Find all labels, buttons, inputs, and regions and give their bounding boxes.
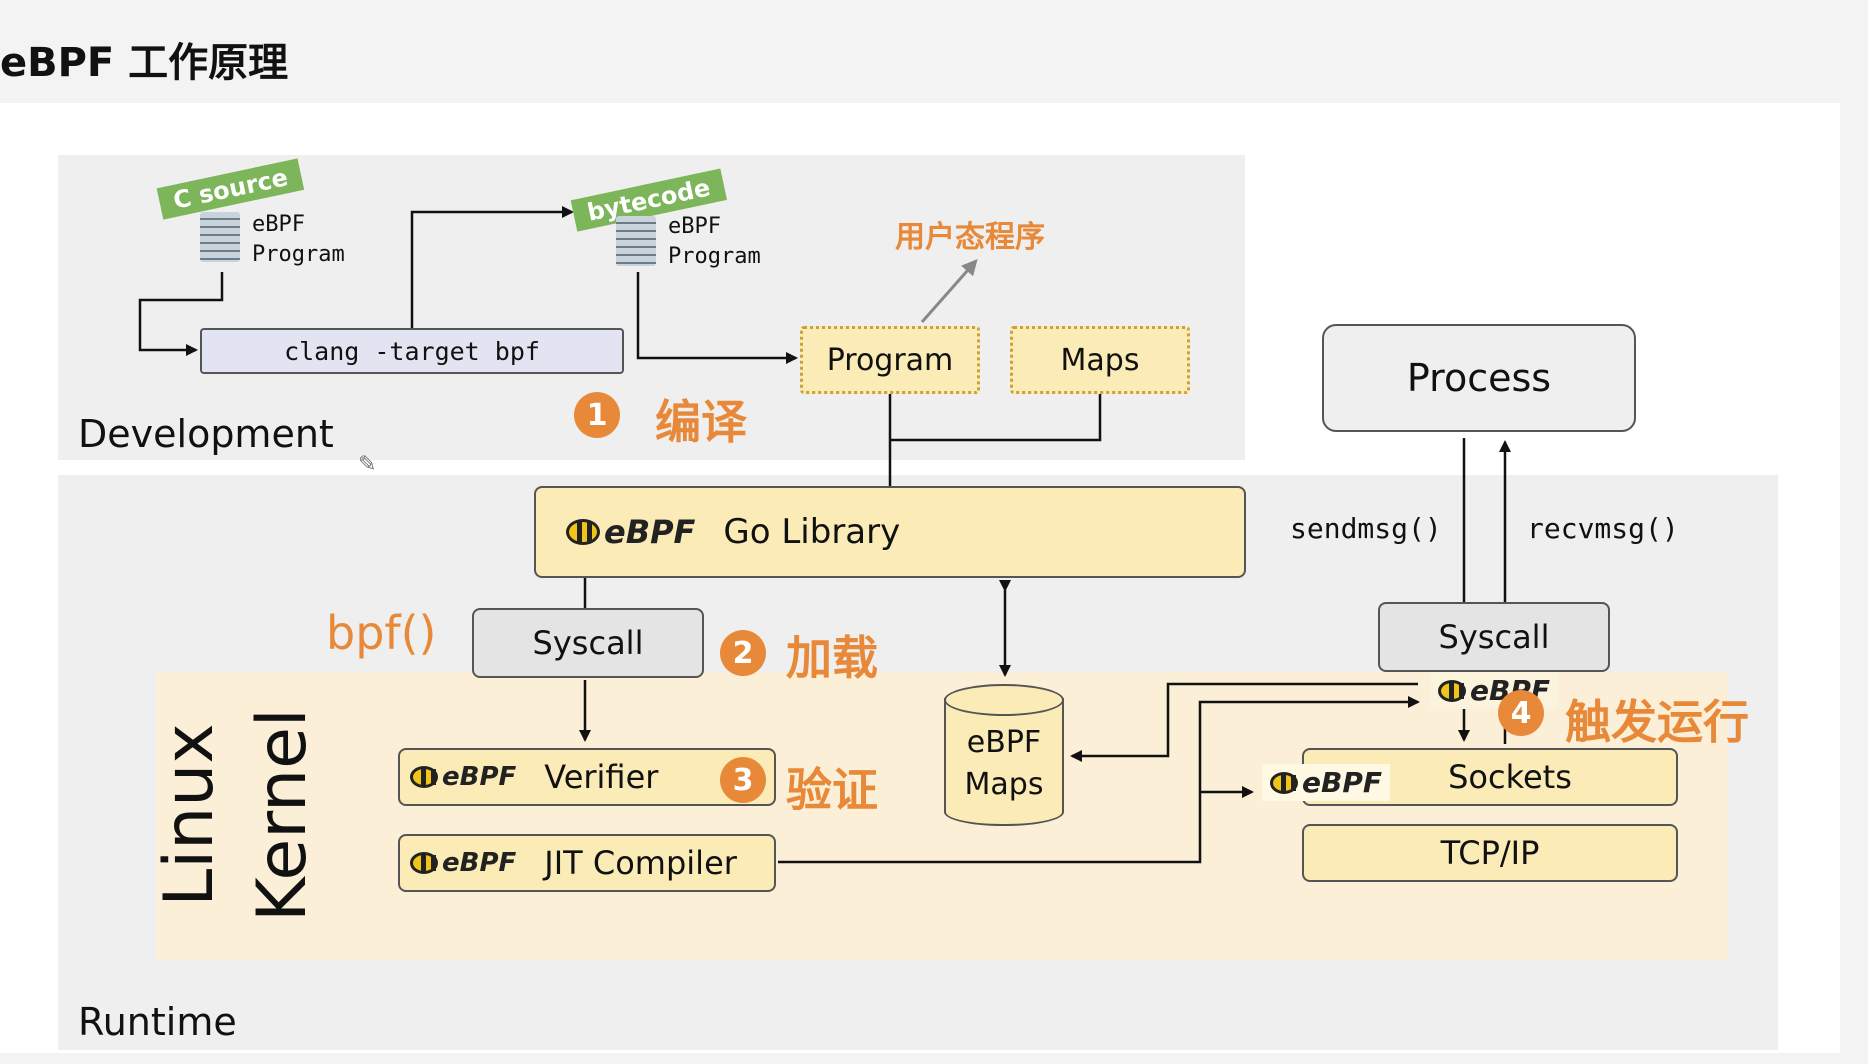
maps-store-line2: Maps [964, 767, 1044, 802]
ebpf-logo-text: eBPF [442, 762, 517, 792]
page-title: eBPF 工作原理 [0, 40, 289, 86]
bpf-call-label: bpf() [326, 606, 437, 660]
bytecode-doc-line2: Program [668, 244, 761, 269]
verifier-box: eBPF Verifier [398, 748, 776, 806]
program-box: Program [800, 326, 980, 394]
step-1-badge: 1 [574, 392, 620, 438]
jit-compiler-box: eBPF JIT Compiler [398, 834, 776, 892]
go-library-label: Go Library [723, 512, 901, 552]
source-doc-label: eBPF Program [252, 210, 345, 270]
tcpip-box: TCP/IP [1302, 824, 1678, 882]
step-1-label: 编译 [655, 395, 747, 449]
sockets-ebpf-logo: eBPF [1262, 764, 1390, 801]
bee-icon [410, 766, 438, 788]
file-icon [616, 216, 656, 266]
source-doc-line2: Program [252, 242, 345, 267]
pencil-icon: ✎ [358, 452, 377, 477]
bee-icon [1270, 771, 1298, 794]
kernel-panel [156, 672, 1728, 960]
step-4-badge: 4 [1498, 690, 1544, 736]
bee-icon [1438, 679, 1466, 702]
verifier-label: Verifier [544, 758, 659, 796]
jit-compiler-label: JIT Compiler [544, 844, 737, 882]
bee-icon [566, 519, 600, 545]
sendmsg-label: sendmsg() [1290, 512, 1442, 545]
file-icon [200, 212, 240, 262]
bee-icon [410, 852, 438, 874]
runtime-label: Runtime [78, 1000, 237, 1044]
ebpf-maps-store: eBPF Maps [944, 684, 1064, 828]
jit-to-hooks-line [778, 696, 1420, 864]
development-label: Development [78, 412, 334, 456]
step-3-badge: 3 [720, 757, 766, 803]
hook-to-maps-arrow [1070, 682, 1418, 762]
ebpf-logo: eBPF [410, 762, 516, 792]
maps-store-line1: eBPF [966, 725, 1042, 760]
maps-to-library-line [890, 394, 1102, 442]
ebpf-logo: eBPF [410, 848, 516, 878]
syscall-right-box: Syscall [1378, 602, 1610, 672]
user-program-arrow [920, 259, 978, 323]
bytecode-doc-label: eBPF Program [668, 212, 761, 272]
sockets-ebpf-logo-text: eBPF [1302, 766, 1382, 799]
cylinder-body [944, 698, 1064, 810]
step-2-badge: 2 [720, 630, 766, 676]
ebpf-logo-text: eBPF [442, 848, 517, 878]
cylinder-top [944, 684, 1064, 716]
clang-command-box: clang -target bpf [200, 328, 624, 374]
step-2-label: 加载 [786, 631, 878, 685]
recvmsg-label: recvmsg() [1527, 512, 1679, 545]
maps-store-label: eBPF Maps [944, 722, 1064, 806]
bytecode-doc-line1: eBPF [668, 214, 721, 239]
clang-to-bytecode-arrow [410, 206, 574, 328]
syscall-left-box: Syscall [472, 608, 704, 678]
source-doc-line1: eBPF [252, 212, 305, 237]
user-program-label: 用户态程序 [895, 220, 1045, 255]
ebpf-logo: eBPF [566, 513, 695, 551]
maps-box: Maps [1010, 326, 1190, 394]
process-box: Process [1322, 324, 1636, 432]
step-4-label: 触发运行 [1565, 695, 1749, 749]
step-3-label: 验证 [786, 763, 878, 817]
source-to-clang-arrow [138, 272, 224, 356]
go-library-box: eBPF Go Library [534, 486, 1246, 578]
cylinder-bottom [944, 796, 1064, 826]
bytecode-to-program-arrow [636, 272, 798, 364]
ebpf-logo-text: eBPF [604, 513, 696, 551]
